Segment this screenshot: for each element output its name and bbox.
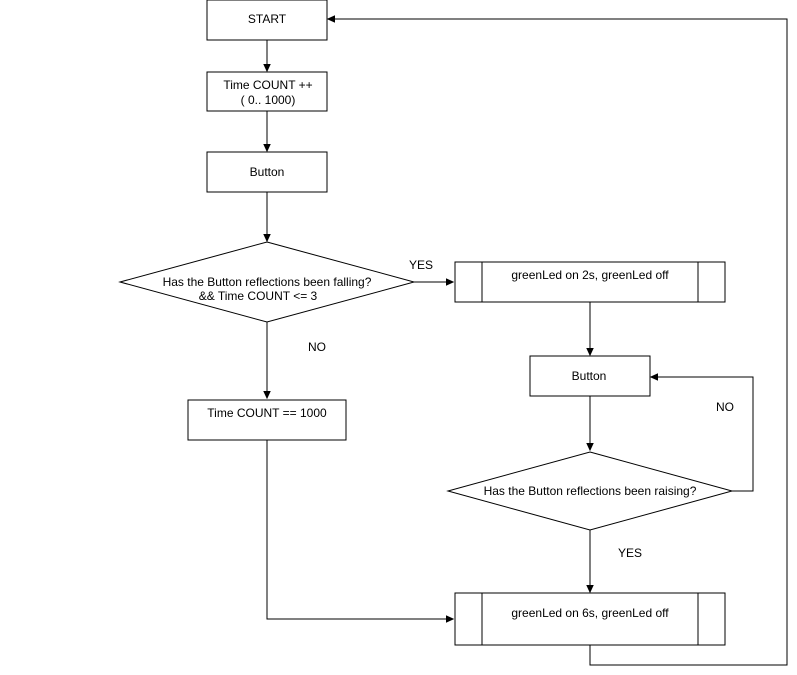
label-raising-yes: YES	[618, 546, 642, 560]
edge-green6s-to-start	[328, 19, 788, 666]
decision-falling-line2: && Time COUNT <= 3	[199, 289, 318, 303]
green-led-2s-label: greenLed on 2s, greenLed off	[511, 268, 669, 282]
decision-falling-line1: Has the Button reflections been falling?	[163, 275, 372, 289]
node-time-count-increment: Time COUNT ++ ( 0.. 1000)	[206, 71, 328, 112]
node-green-led-2s: greenLed on 2s, greenLed off	[454, 261, 726, 303]
node-button-2: Button	[529, 355, 651, 397]
time-count-check-label: Time COUNT == 1000	[207, 406, 327, 420]
node-decision-falling: Has the Button reflections been falling?…	[118, 241, 416, 323]
connectors	[266, 19, 788, 666]
green-led-6s-label: greenLed on 6s, greenLed off	[511, 606, 669, 620]
edge-raising-no-loop	[651, 377, 754, 492]
decision-raising-label: Has the Button reflections been raising?	[484, 484, 697, 498]
time-count-increment-line1: Time COUNT ++	[223, 78, 312, 92]
node-time-count-check: Time COUNT == 1000	[187, 399, 347, 441]
node-decision-raising: Has the Button reflections been raising?	[446, 451, 734, 531]
label-falling-no: NO	[308, 340, 326, 354]
button-1-label: Button	[250, 165, 285, 179]
edge-labels: YES NO NO YES	[308, 258, 734, 560]
label-raising-no: NO	[716, 400, 734, 414]
label-falling-yes: YES	[409, 258, 433, 272]
node-button-1: Button	[206, 151, 328, 193]
start-label: START	[248, 12, 287, 26]
edge-count1000-to-green6s	[266, 440, 453, 619]
node-green-led-6s: greenLed on 6s, greenLed off	[454, 592, 726, 646]
node-start: START	[206, 0, 328, 41]
time-count-increment-line2: ( 0.. 1000)	[241, 93, 296, 107]
button-2-label: Button	[572, 369, 607, 383]
